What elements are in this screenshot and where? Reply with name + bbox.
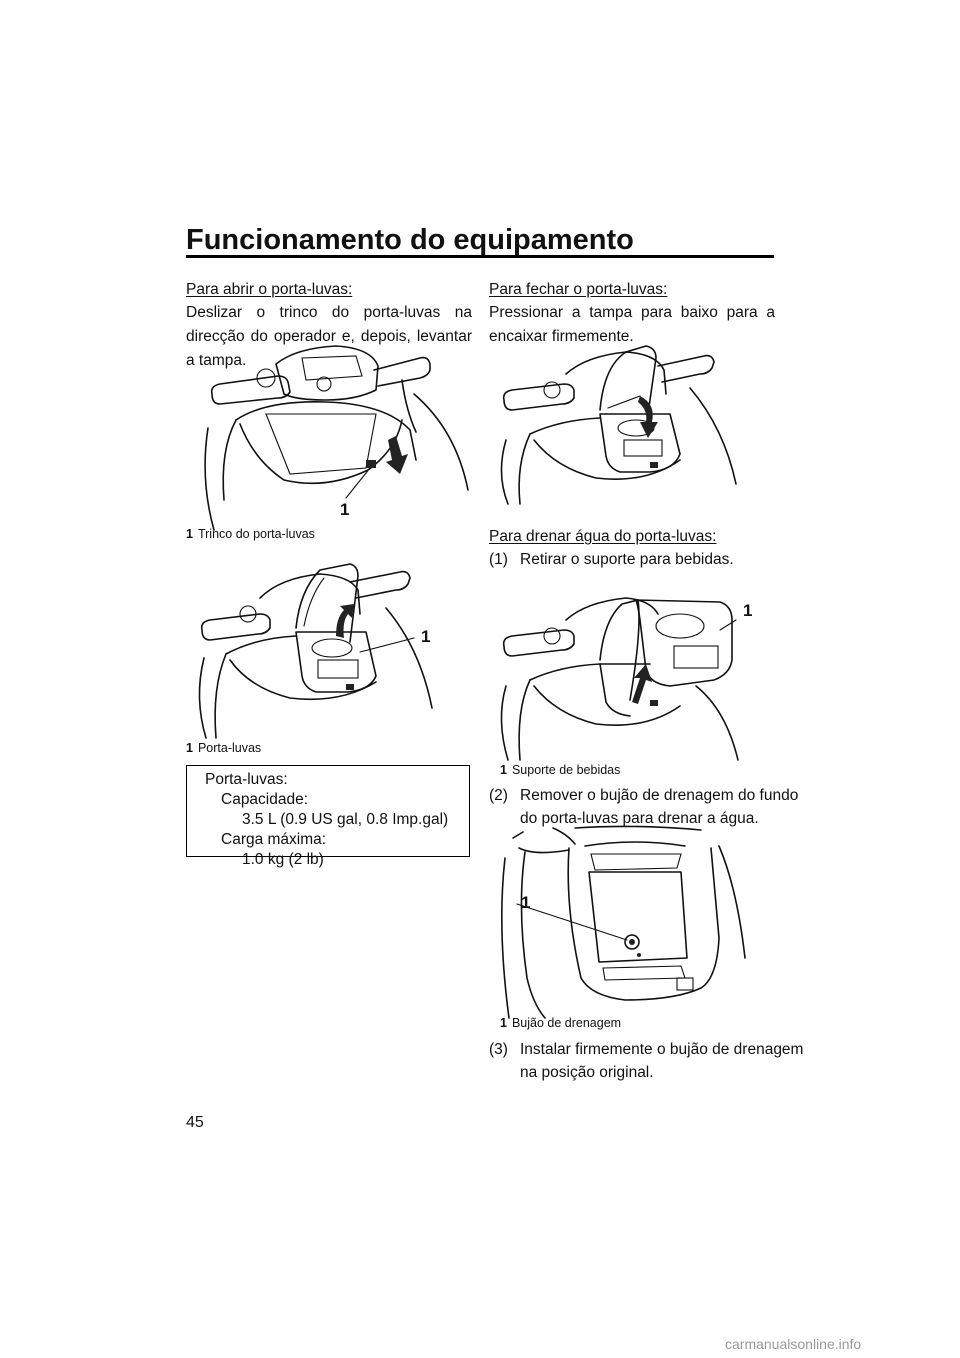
fig4-caption-number: 1 (500, 763, 507, 777)
close-heading: Para fechar o porta-luvas: (489, 281, 668, 298)
page-number: 45 (186, 1114, 204, 1131)
fig4-callout: 1 (743, 601, 753, 620)
open-text: Deslizar o trinco do porta-luvas na dire… (186, 304, 472, 369)
spec-load-value: 1.0 kg (2 lb) (242, 851, 324, 868)
drain-step-3-number: (3) (489, 1041, 508, 1058)
fig5-caption-number: 1 (500, 1016, 507, 1030)
title-rule (186, 255, 774, 258)
drain-step-2-text: Remover o bujão de drenagem do fundo do … (520, 787, 799, 827)
page-title: Funcionamento do equipamento (186, 224, 634, 256)
figure-latch (204, 345, 469, 531)
fig5-callout: 1 (521, 893, 531, 912)
figure-glove-compartment (198, 563, 433, 739)
spec-load-label: Carga máxima: (221, 831, 327, 848)
drain-step-3-text: Instalar firmemente o bujão de drenagem … (520, 1041, 804, 1081)
fig5-caption: 1 Bujão de drenagem (500, 1016, 621, 1030)
drain-step-2: (2) Remover o bujão de drenagem do fundo … (489, 784, 806, 830)
drain-step-3: (3) Instalar firmemente o bujão de drenag… (489, 1038, 806, 1084)
fig4-caption: 1 Suporte de bebidas (500, 763, 620, 777)
fig2-caption-text: Porta-luvas (197, 741, 262, 755)
spec-title: Porta-luvas: (205, 771, 288, 788)
footer-watermark: carmanualsonline.info (725, 1336, 862, 1352)
fig2-caption: 1 Porta-luvas (186, 741, 261, 755)
fig1-caption-number: 1 (186, 527, 193, 541)
fig2-callout: 1 (421, 627, 431, 646)
fig5-caption-text: Bujão de drenagem (511, 1016, 622, 1030)
close-text: Pressionar a tampa para baixo para a enc… (489, 304, 775, 345)
fig1-callout: 1 (340, 500, 350, 519)
drain-step-1-number: (1) (489, 551, 508, 568)
drain-step-1-text: Retirar o suporte para bebidas. (520, 551, 734, 568)
open-heading: Para abrir o porta-luvas: (186, 281, 353, 298)
spec-box: Porta-luvas: Capacidade: 3.5 L (0.9 US g… (186, 765, 470, 868)
fig1-caption-text: Trinco do porta-luvas (197, 527, 315, 541)
drain-step-2-number: (2) (489, 787, 508, 804)
drain-heading: Para drenar água do porta-luvas: (489, 528, 717, 545)
spec-capacity-label: Capacidade: (221, 791, 309, 808)
figure-closing-lid (500, 345, 737, 505)
drain-step-1: (1) Retirar o suporte para bebidas. (489, 548, 806, 571)
figure-drain-plug (501, 825, 746, 1019)
figure-cup-holder (500, 597, 739, 761)
fig2-caption-number: 1 (186, 741, 193, 755)
fig4-caption-text: Suporte de bebidas (511, 763, 621, 777)
spec-capacity-value: 3.5 L (0.9 US gal, 0.8 Imp.gal) (242, 811, 449, 828)
fig1-caption: 1 Trinco do porta-luvas (186, 527, 315, 541)
